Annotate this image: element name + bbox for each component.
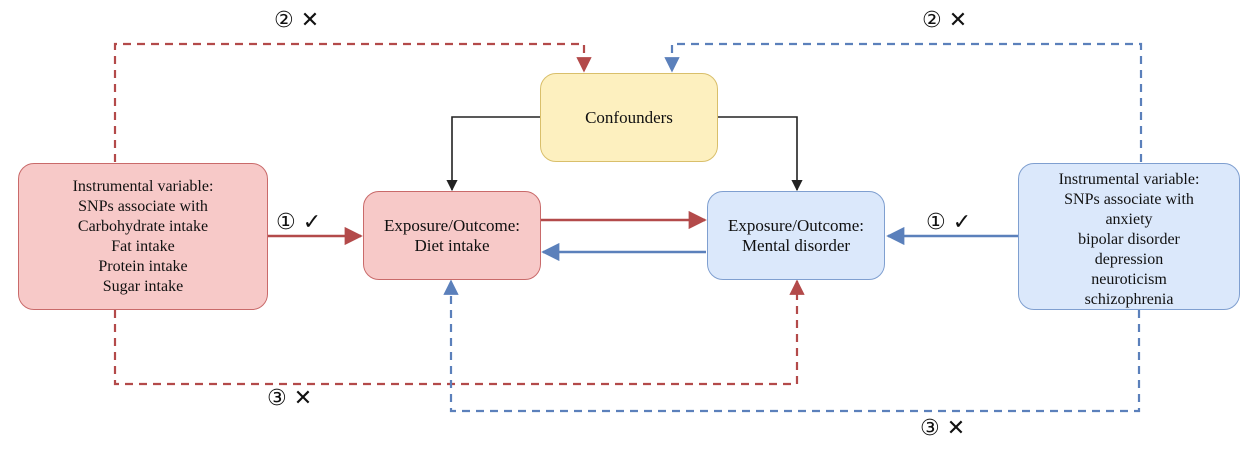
- diet-line2: Diet intake: [414, 235, 490, 255]
- right-iv-line: SNPs associate with: [1064, 191, 1194, 208]
- confounders-to-mental-arrow: [718, 116, 803, 192]
- label-path-three-left: ③ ✕: [267, 386, 313, 411]
- right-iv-line: depression: [1094, 251, 1164, 268]
- mental-line1: Exposure/Outcome:: [728, 215, 864, 235]
- diet-intake-box: Exposure/Outcome: Diet intake: [363, 191, 541, 280]
- label-path-three-right: ③ ✕: [920, 416, 966, 441]
- right-iv-to-diet-dashed: [443, 279, 1141, 413]
- left-iv-line: Fat intake: [111, 237, 175, 255]
- left-iv-line: Carbohydrate intake: [77, 217, 209, 235]
- diet-line1: Exposure/Outcome:: [384, 215, 520, 235]
- right-iv-line: schizophrenia: [1084, 291, 1174, 308]
- label-path-one-left: ① ✓: [276, 210, 322, 235]
- left-iv-line: SNPs associate with: [78, 197, 208, 215]
- right-iv-line: anxiety: [1105, 211, 1153, 228]
- left-iv-line: Protein intake: [98, 257, 188, 275]
- right-iv-to-confounders-dashed: [664, 42, 1143, 162]
- mental-line2: Mental disorder: [741, 235, 851, 255]
- label-path-two-right: ② ✕: [922, 8, 968, 33]
- left-iv-title: Instrumental variable:: [72, 177, 214, 195]
- right-iv-line: bipolar disorder: [1078, 231, 1180, 248]
- right-iv-line: neuroticism: [1091, 271, 1167, 288]
- left-iv-to-confounders-dashed: [113, 42, 592, 162]
- left-iv-line: Sugar intake: [102, 277, 184, 295]
- confounders-label: Confounders: [585, 107, 673, 127]
- confounders-to-diet-arrow: [446, 116, 540, 192]
- left-instrumental-variable-box: Instrumental variable: SNPs associate wi…: [18, 163, 268, 310]
- label-path-one-right: ① ✓: [926, 210, 972, 235]
- label-path-two-left: ② ✕: [274, 8, 320, 33]
- right-iv-title: Instrumental variable:: [1058, 171, 1200, 188]
- confounders-box: Confounders: [540, 73, 718, 162]
- mental-disorder-box: Exposure/Outcome: Mental disorder: [707, 191, 885, 280]
- right-instrumental-variable-box: Instrumental variable: SNPs associate wi…: [1018, 163, 1240, 310]
